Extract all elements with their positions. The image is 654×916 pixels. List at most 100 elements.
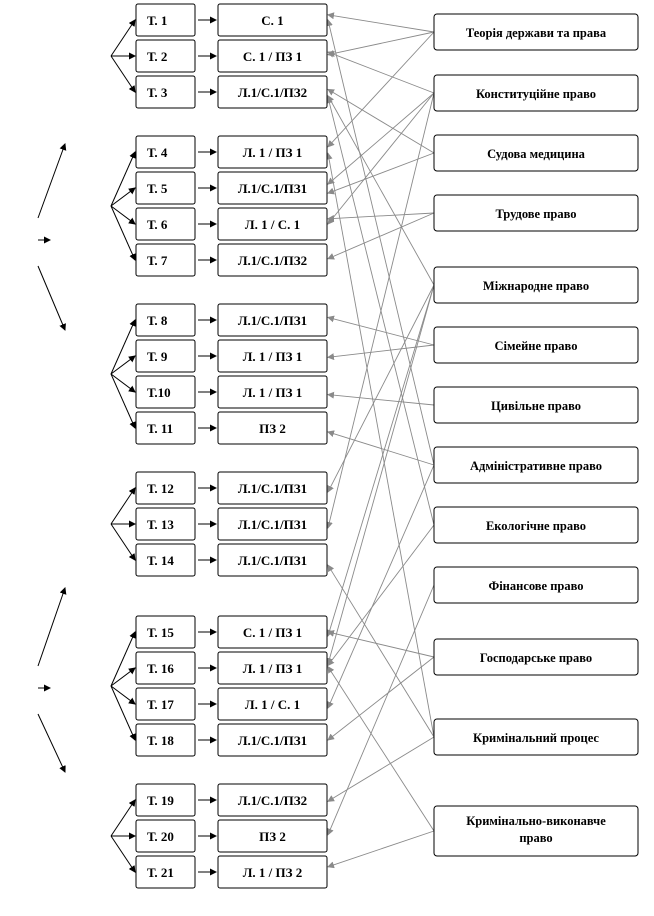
left-down-arrow — [37, 265, 66, 331]
topic-8: Т. 8 — [135, 303, 196, 337]
topic-label: Т. 12 — [147, 481, 174, 496]
discipline-to-lesson-link — [327, 584, 435, 836]
lesson-box — [217, 819, 328, 853]
topic-label: Т. 9 — [147, 349, 168, 364]
topic-5: Т. 5 — [135, 171, 196, 205]
lesson-box — [217, 207, 328, 241]
lesson-1: С. 1 — [217, 3, 328, 37]
discipline-to-lesson-link — [327, 315, 435, 346]
topic-label: Т. 13 — [147, 517, 174, 532]
discipline-to-lesson-link — [327, 92, 435, 185]
discipline-9: Екологічне право — [433, 506, 639, 544]
lesson-19: Л.1/С.1/ПЗ2 — [217, 783, 328, 817]
group-fan-arrow — [110, 523, 136, 561]
discipline-to-lesson-link — [327, 430, 435, 466]
discipline-to-lesson-link — [327, 12, 435, 33]
lesson-label: Л. 1 / ПЗ 1 — [243, 661, 303, 676]
lesson-box — [217, 39, 328, 73]
lesson-label: Л. 1 / С. 1 — [245, 697, 300, 712]
topic-box — [135, 855, 196, 889]
topic-label: Т. 1 — [147, 13, 167, 28]
discipline-box — [433, 74, 639, 112]
discipline-3: Судова медицина — [433, 134, 639, 172]
lesson-box — [217, 411, 328, 445]
lesson-12: Л.1/С.1/ПЗ1 — [217, 471, 328, 505]
lesson-label: Л. 1 / ПЗ 2 — [243, 865, 303, 880]
topic-6: Т. 6 — [135, 207, 196, 241]
discipline-label: Сімейне право — [495, 339, 578, 353]
lesson-box — [217, 135, 328, 169]
discipline-box — [433, 638, 639, 676]
discipline-label: Кримінально-виконавче — [466, 814, 606, 828]
discipline-box — [433, 13, 639, 51]
topic-box — [135, 3, 196, 37]
lesson-3: Л.1/С.1/ПЗ2 — [217, 75, 328, 109]
discipline-to-lesson-link — [327, 736, 435, 802]
topic-16: Т. 16 — [135, 651, 196, 685]
topic-3: Т. 3 — [135, 75, 196, 109]
discipline-label: Адміністративне право — [470, 459, 602, 473]
lesson-5: Л.1/С.1/ПЗ1 — [217, 171, 328, 205]
lesson-13: Л.1/С.1/ПЗ1 — [217, 507, 328, 541]
lesson-box — [217, 723, 328, 757]
lesson-box — [217, 783, 328, 817]
topic-21: Т. 21 — [135, 855, 196, 889]
topic-box — [135, 651, 196, 685]
lesson-17: Л. 1 / С. 1 — [217, 687, 328, 721]
lesson-box — [217, 855, 328, 889]
discipline-box — [433, 194, 639, 232]
discipline-box — [433, 386, 639, 424]
group-fan-arrow — [110, 799, 136, 837]
topic-box — [135, 411, 196, 445]
discipline-to-lesson-link — [327, 830, 435, 869]
topic-20: Т. 20 — [135, 819, 196, 853]
discipline-box — [433, 805, 639, 857]
discipline-to-lesson-link — [327, 464, 435, 709]
topic-box — [135, 303, 196, 337]
topic-label: Т. 2 — [147, 49, 167, 64]
discipline-to-lesson-link — [327, 92, 435, 225]
lesson-6: Л. 1 / С. 1 — [217, 207, 328, 241]
topic-fan-arrows — [110, 16, 217, 876]
discipline-to-lesson-link — [326, 96, 435, 526]
lesson-box — [217, 651, 328, 685]
left-down-arrow — [37, 713, 66, 773]
lesson-15: С. 1 / ПЗ 1 — [217, 615, 328, 649]
discipline-label: Екологічне право — [486, 519, 586, 533]
discipline-box — [433, 506, 639, 544]
lesson-label: ПЗ 2 — [259, 829, 286, 844]
discipline-box — [433, 566, 639, 604]
discipline-to-lesson-link — [326, 284, 435, 666]
group-fan-arrow — [110, 355, 136, 375]
group-fan-arrow — [110, 151, 136, 207]
topic-17: Т. 17 — [135, 687, 196, 721]
group-fan-arrow — [110, 319, 136, 375]
lesson-box — [217, 171, 328, 205]
lesson-box — [217, 615, 328, 649]
group-fan-arrow — [110, 835, 136, 873]
topic-label: Т. 17 — [147, 697, 174, 712]
topic-label: Т. 3 — [147, 85, 168, 100]
discipline-to-lesson-link — [327, 665, 435, 832]
lesson-box — [217, 375, 328, 409]
group-fan-arrow — [110, 685, 136, 741]
discipline-5: Міжнародне право — [433, 266, 639, 304]
discipline-to-lesson-link — [327, 629, 435, 658]
topic-label: Т. 18 — [147, 733, 174, 748]
discipline-to-lesson-link — [327, 391, 435, 406]
topic-label: Т. 5 — [147, 181, 168, 196]
lesson-label: ПЗ 2 — [259, 421, 286, 436]
topic-label: Т.10 — [147, 385, 171, 400]
group-fan-arrow — [110, 205, 136, 261]
topic-box — [135, 819, 196, 853]
topic-label: Т. 11 — [147, 421, 173, 436]
group-fan-arrow — [110, 631, 136, 687]
lesson-label: Л.1/С.1/ПЗ1 — [238, 733, 307, 748]
topic-label: Т. 20 — [147, 829, 174, 844]
discipline-to-lesson-link — [327, 152, 435, 195]
topic-1: Т. 1 — [135, 3, 196, 37]
discipline-to-lesson-link — [327, 524, 435, 667]
left-arrows — [37, 143, 67, 773]
lesson-label: Л.1/С.1/ПЗ2 — [238, 85, 307, 100]
